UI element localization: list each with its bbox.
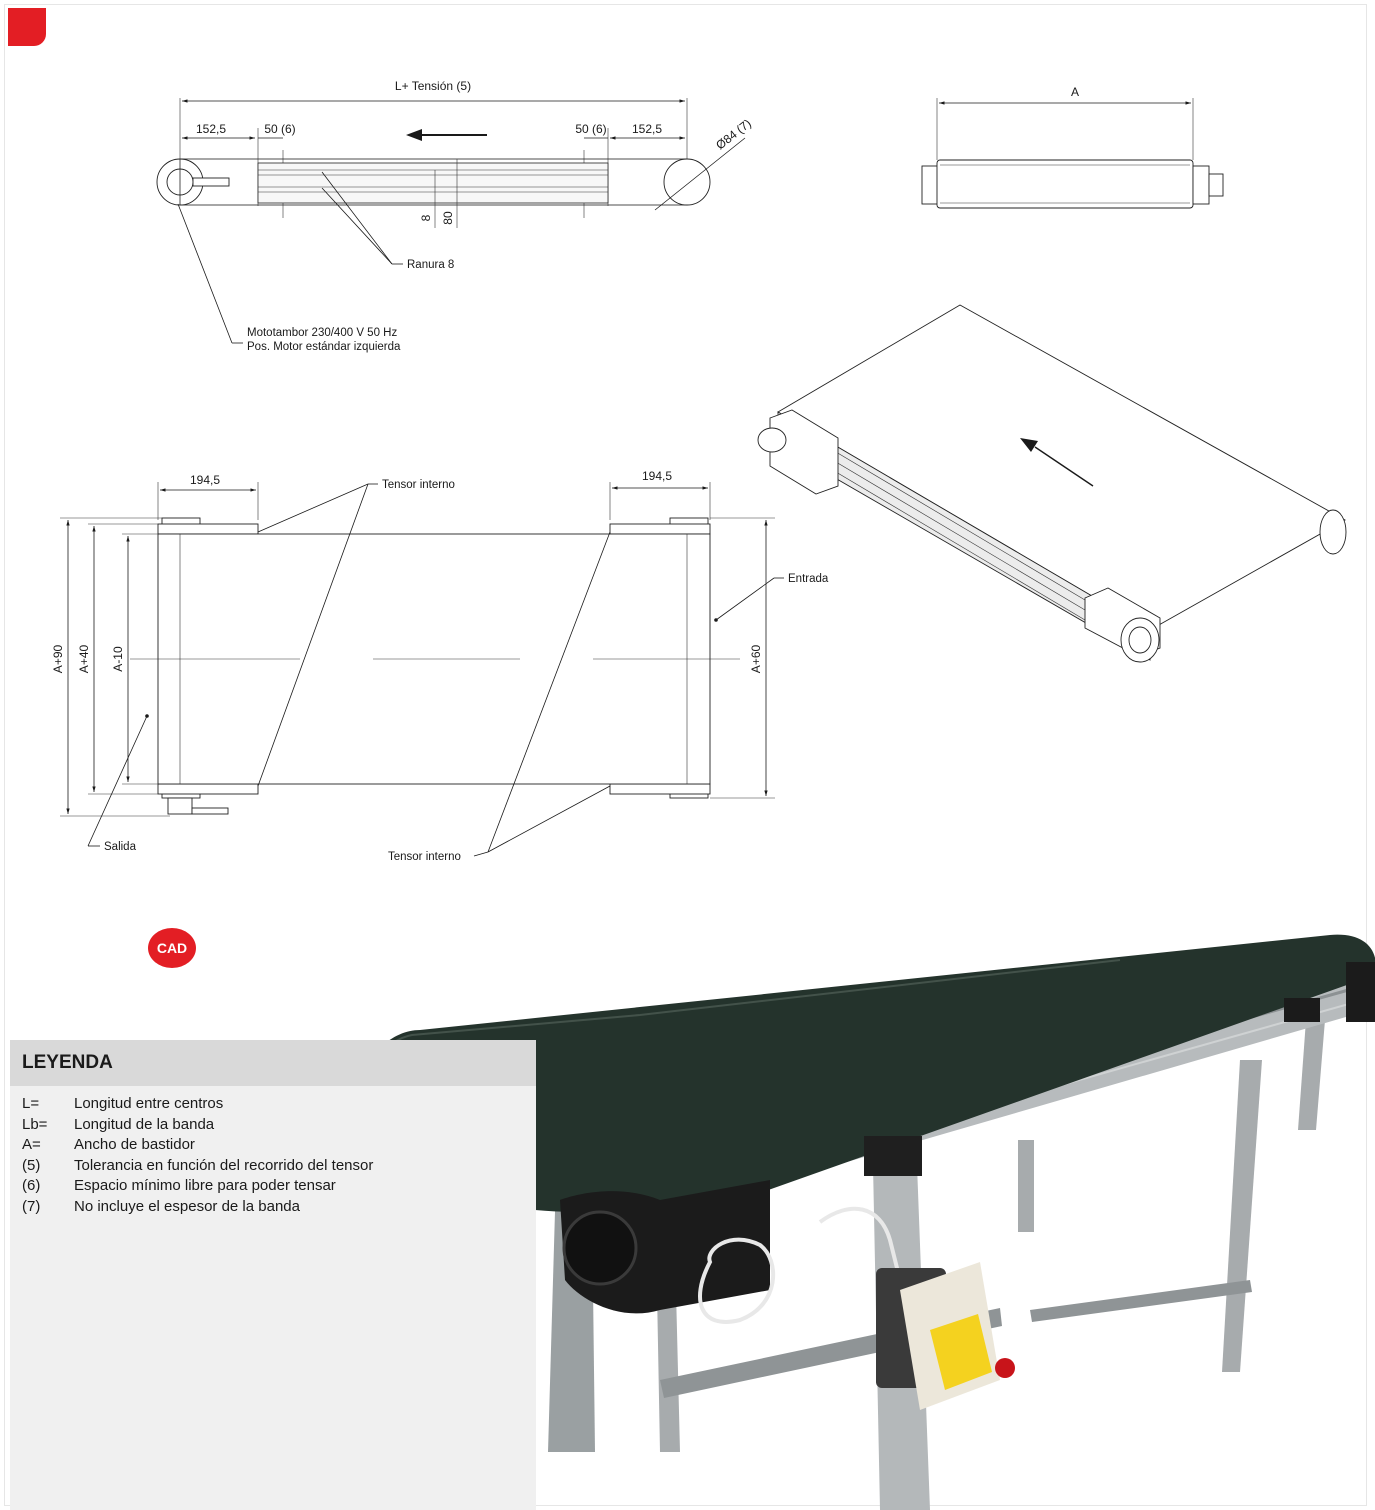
isometric-view [757, 304, 1347, 663]
photo-belt [363, 934, 1375, 1213]
salida-label: Salida [104, 841, 137, 853]
tensor-top-label: Tensor interno [382, 479, 455, 491]
dim-194-left: 194,5 [190, 473, 220, 487]
legend-panel: LEYENDA L= Longitud entre centros Lb= Lo… [10, 1040, 536, 1510]
motor-label-1: Mototambor 230/400 V 50 Hz [247, 327, 397, 339]
dim-152-right: 152,5 [632, 122, 662, 136]
dim-194-right: 194,5 [642, 469, 672, 483]
page-frame [4, 4, 1367, 1506]
side-view: L+ Tensión (5) 152,5 50 (6) 50 (6) 152,5… [156, 79, 754, 353]
legend-item: A= Ancho de bastidor [22, 1135, 536, 1156]
legend-key: L= [22, 1095, 40, 1112]
legend-item: L= Longitud entre centros [22, 1094, 536, 1115]
legend-text: Espacio mínimo libre para poder tensar [74, 1177, 336, 1194]
legend-text: Ancho de bastidor [74, 1136, 195, 1153]
photo-emergency-stop [995, 1358, 1015, 1378]
dim-a60: A+60 [749, 644, 763, 673]
legend-key: A= [22, 1136, 41, 1153]
tensor-bottom-label: Tensor interno [388, 851, 461, 863]
dim-a40: A+40 [77, 644, 91, 673]
legend-text: Longitud de la banda [74, 1115, 215, 1133]
legend-key: Lb= [22, 1115, 48, 1133]
dim-50-left: 50 (6) [264, 122, 295, 136]
dim-a-label: A [1071, 85, 1079, 99]
motor-label-2: Pos. Motor estándar izquierda [247, 341, 401, 353]
legend-text: Longitud entre centros [74, 1095, 224, 1112]
legend-item: Lb= Longitud de la banda [22, 1115, 536, 1136]
dim-152-left: 152,5 [196, 122, 226, 136]
photo-leg-far-right [1298, 1020, 1325, 1130]
legend-title: LEYENDA [22, 1052, 113, 1073]
entrada-label: Entrada [788, 573, 829, 585]
tension-dim-label: L+ Tensión (5) [395, 79, 471, 93]
legend-item: (6) Espacio mínimo libre para poder tens… [22, 1176, 536, 1197]
legend-key: (6) [22, 1177, 41, 1194]
photo-crossbar-right [1030, 1280, 1252, 1322]
ranura-label: Ranura 8 [407, 259, 454, 271]
dim-80: 80 [441, 211, 455, 225]
legend-list: L= Longitud entre centros Lb= Longitud d… [10, 1086, 536, 1217]
dim-8: 8 [419, 214, 433, 221]
cad-badge[interactable]: CAD [148, 928, 196, 968]
dim-a90: A+90 [51, 644, 65, 673]
dim-a10: A-10 [111, 646, 125, 672]
end-view: A [921, 85, 1224, 209]
legend-item: (7) No incluye el espesor de la banda [22, 1197, 536, 1218]
photo-yellow-panel [930, 1314, 992, 1390]
photo-motor-drum [562, 1210, 638, 1286]
legend-key: (7) [22, 1197, 41, 1215]
dim-50-right: 50 (6) [575, 122, 606, 136]
corner-tab [8, 8, 46, 46]
legend-text: Tolerancia en función del recorrido del … [74, 1156, 374, 1174]
legend-item: (5) Tolerancia en función del recorrido … [22, 1156, 536, 1177]
photo-cable [698, 1237, 775, 1324]
plan-view: 194,5 194,5 A+90 A+40 A-10 [51, 469, 829, 863]
legend-header: LEYENDA [10, 1040, 536, 1086]
legend-key: (5) [22, 1156, 41, 1174]
photo-leg-back-right [1018, 1140, 1034, 1232]
legend-text: No incluye el espesor de la banda [74, 1197, 300, 1215]
photo-leg-front-right [1222, 1060, 1262, 1372]
